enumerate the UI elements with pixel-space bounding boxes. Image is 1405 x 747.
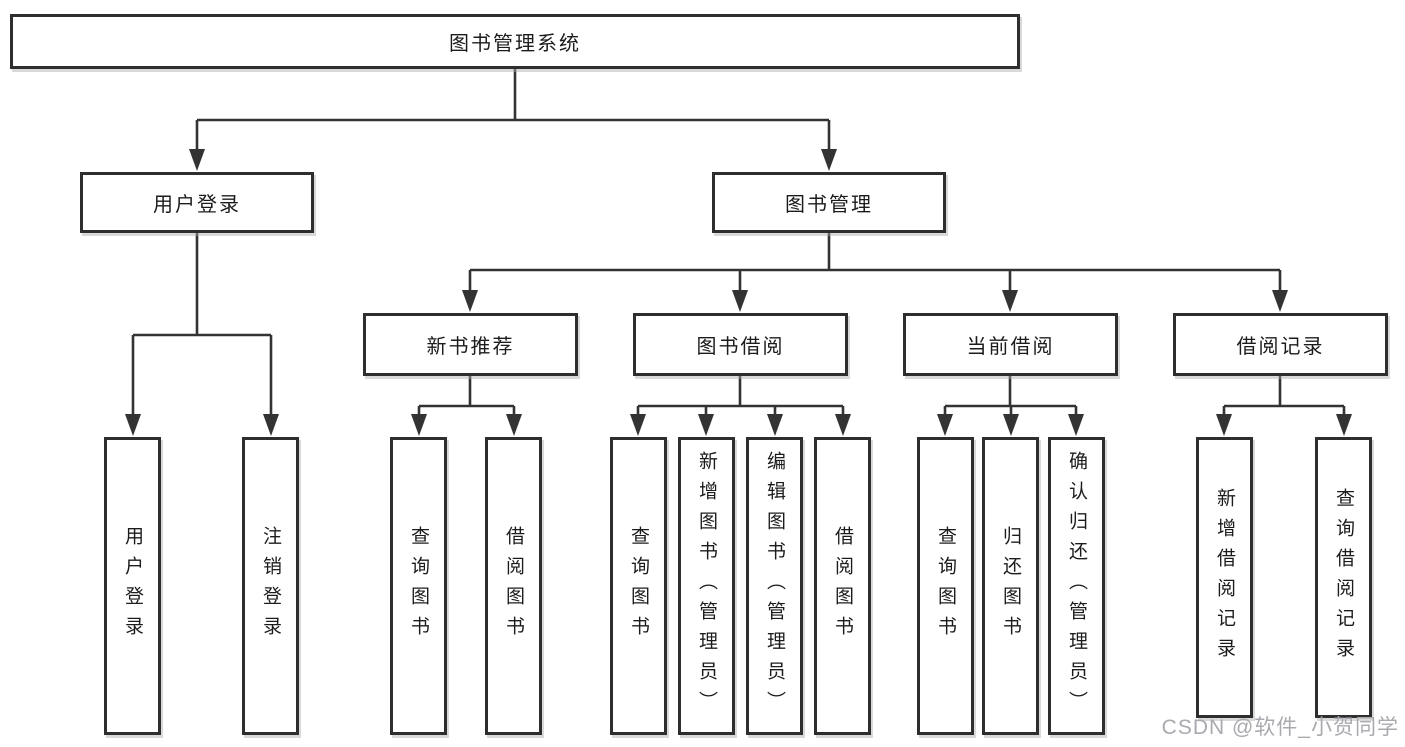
node-leaf-edit-book-admin: 编辑图书（管理员） — [746, 437, 803, 735]
node-leaf-logout: 注销登录 — [242, 437, 299, 735]
arrow-down-icon — [937, 414, 953, 436]
arrow-down-icon — [630, 414, 646, 436]
arrow-down-icon — [698, 414, 714, 436]
node-leaf-confirm-return-admin: 确认归还（管理员） — [1048, 437, 1105, 735]
node-leaf-query-borrow-record: 查询借阅记录 — [1315, 437, 1372, 718]
arrow-down-icon — [263, 414, 279, 436]
connector-paths — [131, 69, 1346, 416]
node-leaf-query-books-recommend: 查询图书 — [390, 437, 447, 735]
node-borrowing-records: 借阅记录 — [1173, 313, 1388, 376]
node-leaf-query-books-borrowing: 查询图书 — [610, 437, 667, 735]
node-leaf-borrow-books: 借阅图书 — [814, 437, 871, 735]
csdn-watermark: CSDN @软件_小贺同学 — [1161, 716, 1399, 739]
node-leaf-query-books-current: 查询图书 — [917, 437, 974, 735]
node-book-borrowing: 图书借阅 — [633, 313, 848, 376]
node-leaf-user-login: 用户登录 — [104, 437, 161, 735]
arrow-down-icon — [835, 414, 851, 436]
node-current-borrowing: 当前借阅 — [903, 313, 1118, 376]
node-leaf-add-book-admin: 新增图书（管理员） — [678, 437, 735, 735]
arrow-down-icon — [1068, 414, 1084, 436]
arrow-down-icon — [411, 414, 427, 436]
arrow-down-icon — [125, 414, 141, 436]
node-new-book-recommend: 新书推荐 — [363, 313, 578, 376]
arrow-down-icon — [1216, 414, 1232, 436]
arrow-down-icon — [1002, 290, 1018, 312]
arrow-down-icon — [189, 149, 205, 171]
node-root-system: 图书管理系统 — [10, 14, 1020, 69]
arrow-down-icon — [506, 414, 522, 436]
arrow-down-icon — [1003, 414, 1019, 436]
arrowhead-icons — [125, 149, 1352, 436]
arrow-down-icon — [1272, 290, 1288, 312]
node-leaf-add-borrow-record: 新增借阅记录 — [1196, 437, 1253, 718]
node-user-login-branch: 用户登录 — [80, 172, 314, 233]
node-leaf-borrow-books-recommend: 借阅图书 — [485, 437, 542, 735]
arrow-down-icon — [462, 290, 478, 312]
arrow-down-icon — [1336, 414, 1352, 436]
arrow-down-icon — [821, 149, 837, 171]
arrow-down-icon — [767, 414, 783, 436]
arrow-down-icon — [732, 290, 748, 312]
node-book-management-branch: 图书管理 — [712, 172, 946, 233]
node-leaf-return-book: 归还图书 — [982, 437, 1039, 735]
